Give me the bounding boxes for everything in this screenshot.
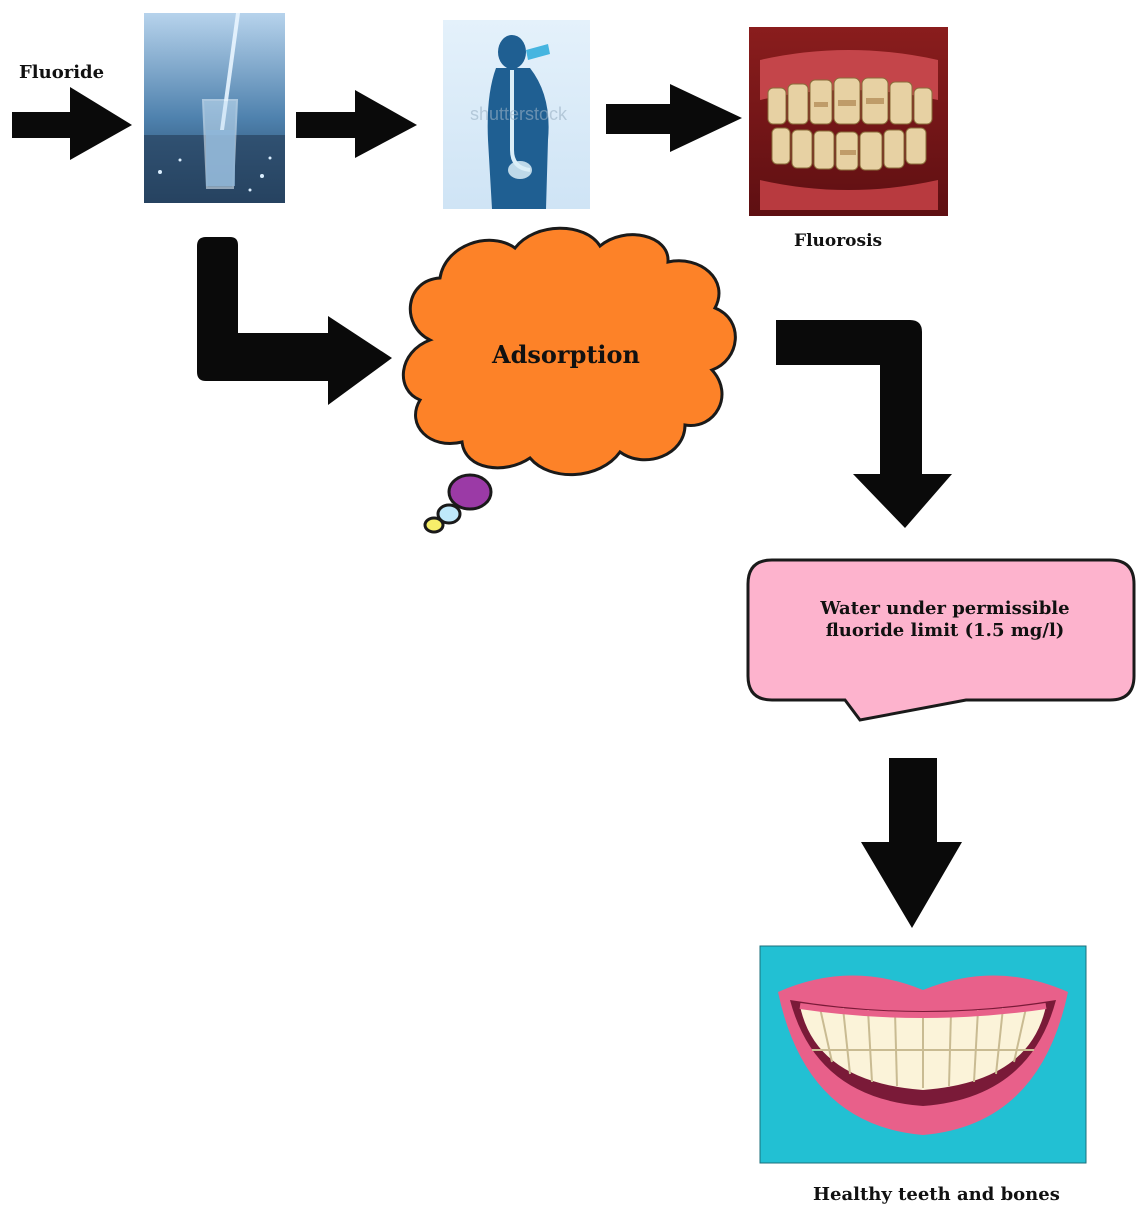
healthy-teeth-label: Healthy teeth and bones <box>813 1184 1060 1205</box>
fluorosis-teeth-icon <box>749 27 948 216</box>
safe-water-label-line2: fluoride limit (1.5 mg/l) <box>825 620 1065 641</box>
safe-water-callout <box>746 558 1136 722</box>
arrow-fluoride-to-glass <box>12 87 132 160</box>
arrow-glass-to-adsorption <box>197 237 392 405</box>
adsorption-cloud <box>402 226 737 534</box>
person-drinking-water-icon: shutterstock <box>443 20 590 209</box>
svg-text:shutterstock: shutterstock <box>470 104 568 124</box>
arrow-safe-water-to-outcome <box>861 758 962 928</box>
glass-of-water-icon <box>144 13 285 203</box>
arrow-person-to-fluorosis <box>606 84 742 152</box>
adsorption-label: Adsorption <box>492 340 641 369</box>
fluoride-label: Fluoride <box>19 62 105 83</box>
safe-water-label-line1: Water under permissible <box>820 598 1070 619</box>
safe-water-label: Water under permissible fluoride limit (… <box>780 598 1110 642</box>
arrow-adsorption-to-safe-water <box>776 320 952 528</box>
arrow-glass-to-person <box>296 90 417 158</box>
healthy-smile-icon <box>759 945 1087 1164</box>
fluorosis-label: Fluorosis <box>794 231 883 251</box>
